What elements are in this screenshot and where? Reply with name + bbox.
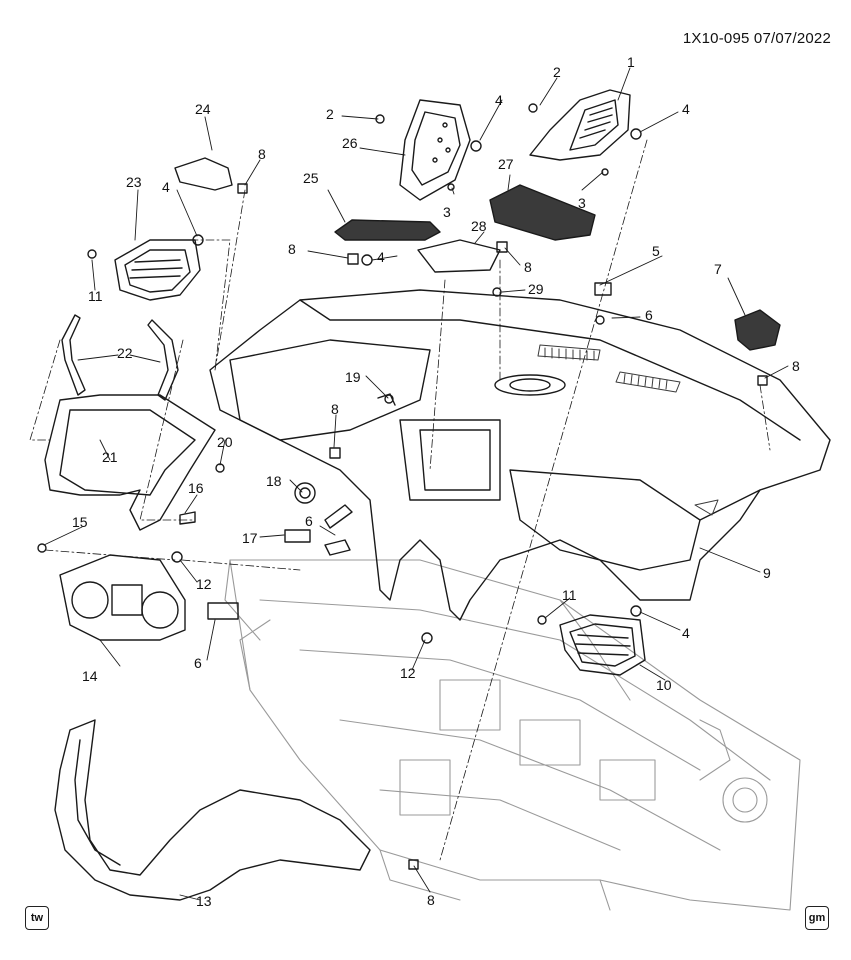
cluster-hood [44, 394, 216, 531]
callout-11b: 11 [562, 587, 577, 603]
callout-13: 13 [196, 893, 212, 909]
callout-12b: 12 [400, 665, 416, 681]
callout-8e: 8 [792, 358, 800, 374]
callout-16: 16 [188, 480, 204, 496]
callout-6b: 6 [305, 513, 313, 529]
callout-25: 25 [303, 170, 319, 186]
callout-4a: 4 [495, 92, 503, 108]
callout-3a: 3 [443, 204, 451, 220]
callout-2b: 2 [326, 106, 334, 122]
callout-4b: 4 [682, 101, 690, 117]
small-parts [179, 282, 612, 620]
callout-1: 1 [627, 54, 635, 70]
callout-22: 22 [117, 345, 133, 361]
instrument-cluster [59, 554, 186, 641]
callout-5: 5 [652, 243, 660, 259]
reference-code: 1X10-095 07/07/2022 [682, 30, 831, 47]
speaker-grille-center [489, 184, 596, 241]
callout-8f: 8 [427, 892, 435, 908]
trim-plate [417, 239, 501, 273]
lower-trim-panel [54, 719, 371, 901]
callout-28: 28 [471, 218, 487, 234]
callout-numbers: 1 2 2 3 3 4 4 4 4 4 5 6 6 6 7 8 8 8 8 8 … [72, 54, 800, 909]
center-vent-left [399, 99, 471, 201]
callout-29: 29 [528, 281, 544, 297]
callout-20: 20 [217, 434, 233, 450]
callout-14: 14 [82, 668, 98, 684]
speaker-grille-left [334, 219, 441, 241]
callout-2a: 2 [553, 64, 561, 80]
callout-12a: 12 [196, 576, 212, 592]
callout-21: 21 [102, 449, 118, 465]
callout-8a: 8 [258, 146, 266, 162]
right-vent [559, 614, 646, 676]
callout-6a: 6 [645, 307, 653, 323]
fasteners [37, 103, 768, 870]
center-vent-right [529, 89, 631, 161]
defroster-grilles [537, 344, 719, 516]
left-vent [114, 239, 201, 301]
callout-8d: 8 [331, 401, 339, 417]
callout-24: 24 [195, 101, 211, 117]
instrument-panel [209, 289, 831, 621]
callout-3b: 3 [578, 195, 586, 211]
callout-10: 10 [656, 677, 672, 693]
cross-car-beam [224, 559, 801, 911]
sunload-sensor [174, 157, 233, 191]
callout-4e: 4 [682, 625, 690, 641]
callout-18: 18 [266, 473, 282, 489]
speaker-grille-right [734, 309, 781, 351]
callout-26: 26 [342, 135, 358, 151]
gm-logo-icon: gm [805, 906, 829, 930]
callout-15: 15 [72, 514, 88, 530]
leader-lines [43, 67, 789, 901]
callout-17: 17 [242, 530, 258, 546]
callout-4d: 4 [377, 249, 385, 265]
tw-icon: tw [25, 906, 49, 930]
callout-7: 7 [714, 261, 722, 277]
callout-23: 23 [126, 174, 142, 190]
callout-9: 9 [763, 565, 771, 581]
callout-19: 19 [345, 369, 361, 385]
callout-4c: 4 [162, 179, 170, 195]
callout-6c: 6 [194, 655, 202, 671]
alignment-lines [29, 139, 771, 861]
callout-11a: 11 [88, 288, 103, 304]
callout-8b: 8 [288, 241, 296, 257]
callout-8c: 8 [524, 259, 532, 275]
callout-27: 27 [498, 156, 514, 172]
